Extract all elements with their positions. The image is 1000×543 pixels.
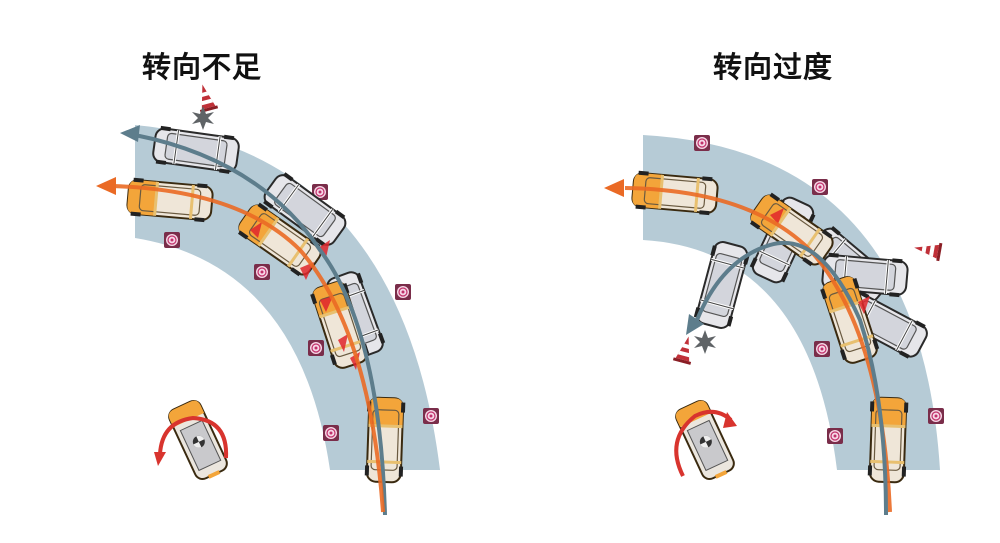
rotation-inset (674, 400, 737, 480)
road-marker-icon (253, 263, 271, 281)
road-marker-icon (826, 427, 844, 445)
arrow-head-icon (604, 179, 624, 197)
oversteer-panel: 转向过度 (500, 0, 1000, 543)
traffic-cone-icon (193, 82, 219, 113)
skid-mark-icon (770, 208, 870, 314)
oversteer-title: 转向过度 (713, 50, 834, 84)
road-marker-icon (813, 340, 831, 358)
rotation-inset (154, 400, 229, 480)
road-marker-icon (163, 231, 181, 249)
arrow-head-icon (686, 314, 704, 335)
curved-road (643, 135, 940, 470)
understeer-diagram (96, 82, 440, 516)
rotation-arrow-icon (158, 415, 229, 459)
road-marker-icon (322, 424, 340, 442)
impact-star-icon (694, 330, 716, 354)
arrow-head-icon (120, 125, 140, 142)
actual-path-arrow (693, 240, 888, 516)
road-marker-icon (693, 134, 711, 152)
road-marker-icon (307, 339, 325, 357)
arrow-head-icon (96, 177, 116, 195)
understeer-title: 转向不足 (142, 50, 263, 84)
rotation-arrow-icon (674, 409, 733, 477)
car-icon (125, 175, 215, 225)
road-marker-icon (394, 283, 412, 301)
road-marker-icon (927, 407, 945, 425)
traffic-cone-icon (672, 334, 698, 365)
traffic-cone-icon (912, 238, 943, 262)
actual-path-arrow (134, 133, 387, 516)
understeer-panel: 转向不足 (96, 50, 440, 516)
car-icon (691, 238, 753, 332)
oversteer-diagram (604, 134, 945, 516)
intended-path-arrow (111, 184, 385, 513)
road-marker-icon (811, 178, 829, 196)
road-marker-icon (422, 407, 440, 425)
